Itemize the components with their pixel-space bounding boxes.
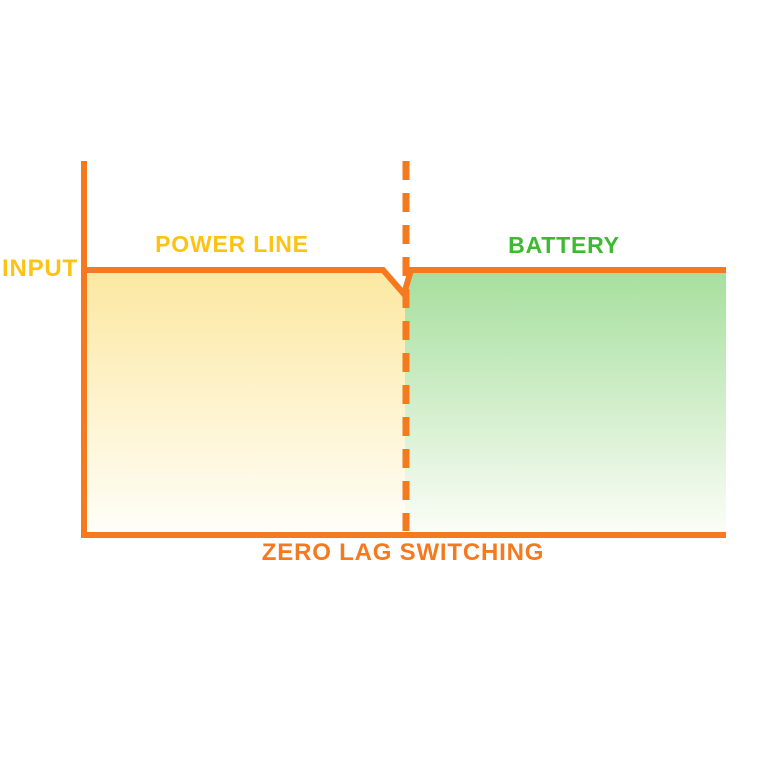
battery-label: BATTERY (508, 232, 620, 258)
power-line-label: POWER LINE (155, 231, 309, 257)
power-line-region (86, 273, 405, 532)
battery-region (405, 273, 726, 532)
input-axis-label: INPUT (2, 255, 78, 282)
zero-lag-switching-caption: ZERO LAG SWITCHING (261, 539, 545, 566)
input-signal-line (86, 267, 726, 301)
